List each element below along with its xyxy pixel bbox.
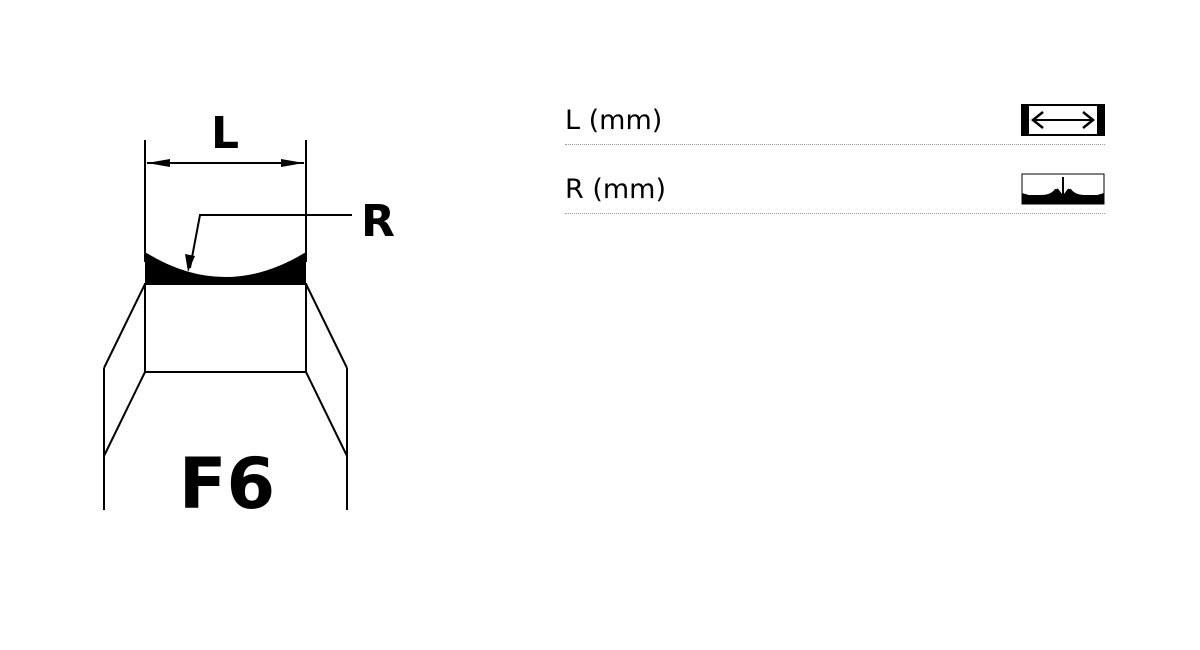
parameter-row-length: L (mm) [565,96,1105,145]
concave-cap [145,252,306,284]
parameter-label-length: L (mm) [565,105,663,136]
profile-code-label: F6 [179,443,276,525]
radius-leader-line [189,214,352,269]
radius-concave-icon [1021,173,1105,205]
dimension-label-L: L [211,108,239,159]
parameter-list: L (mm) R (mm) [565,96,1105,234]
profile-face [144,283,307,373]
bevel-right-upper [305,283,348,369]
profile-drawing: L R F6 [103,108,395,525]
dimension-label-R: R [361,196,395,247]
profile-diagram: L R F6 [0,0,520,650]
bevel-left-lower [103,371,146,457]
radius-leader-arrow [185,254,195,272]
dimension-arrow-left [147,159,170,167]
parameter-row-radius: R (mm) [565,165,1105,214]
dimension-arrow-right [281,159,304,167]
parameter-label-radius: R (mm) [565,174,667,205]
bevel-left-upper [103,283,146,369]
width-arrows-icon [1021,104,1105,136]
bevel-right-lower [305,371,348,457]
